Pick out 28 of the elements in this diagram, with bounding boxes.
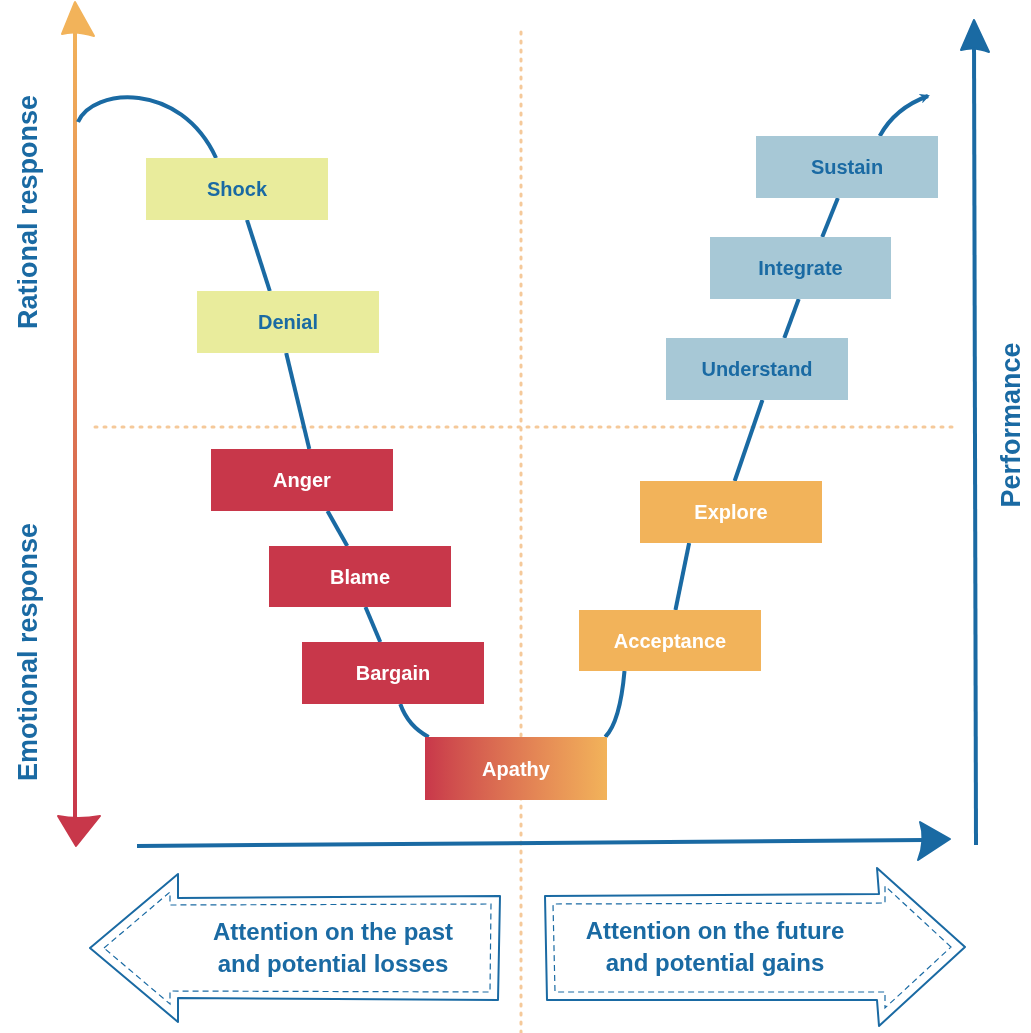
- curve-line: [820, 197, 840, 238]
- curve-line: [603, 670, 627, 739]
- curve-line: [673, 542, 692, 611]
- stage-box: Sustain: [756, 136, 938, 198]
- axis-label: Rational response: [12, 93, 44, 332]
- arrow-label: Attention on the future and potential gains: [584, 916, 846, 978]
- stage-box: Understand: [666, 338, 848, 400]
- stage-box: Denial: [197, 291, 379, 353]
- stage-box: Apathy: [425, 737, 607, 800]
- stage-box: Acceptance: [579, 610, 761, 671]
- curve-line: [398, 703, 430, 739]
- stage-box: Anger: [211, 449, 393, 511]
- curve-line: [245, 219, 272, 292]
- curve-line: [732, 399, 765, 482]
- axis-label: Performance: [995, 341, 1027, 510]
- stage-box: Blame: [269, 546, 451, 607]
- curve-line: [782, 298, 801, 339]
- stage-box: Bargain: [302, 642, 484, 704]
- curve-arrow: [878, 94, 930, 137]
- curve-line: [325, 510, 349, 547]
- curve-line: [363, 606, 383, 643]
- curve-line: [76, 95, 218, 159]
- stage-box: Integrate: [710, 237, 891, 299]
- stage-box: Explore: [640, 481, 822, 543]
- arrow-label: Attention on the past and potential losses: [212, 917, 454, 979]
- axis-label: Emotional response: [12, 521, 44, 784]
- curve-line: [284, 352, 312, 450]
- stage-box: Shock: [146, 158, 328, 220]
